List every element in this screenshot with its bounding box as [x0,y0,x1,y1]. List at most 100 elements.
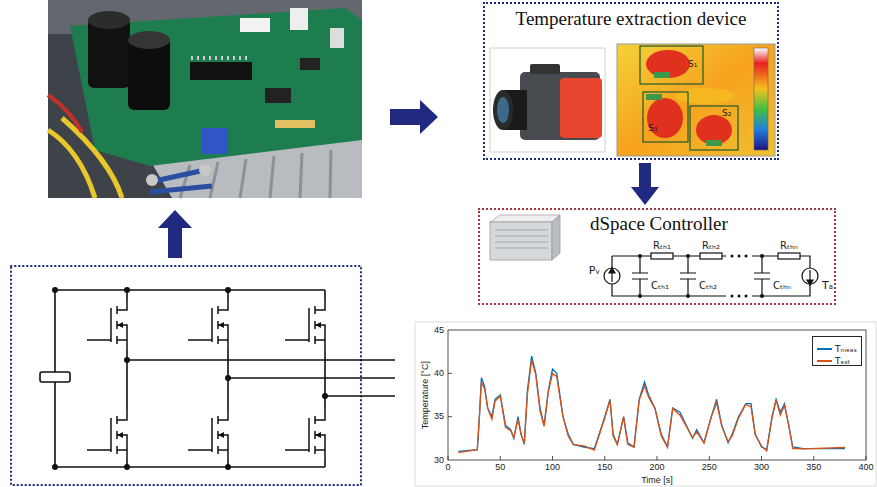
thermal-image [696,115,732,145]
thermal-network [638,294,642,298]
thermal-image [646,50,690,78]
inverter-photo [190,62,252,80]
thermal-network [731,295,734,298]
tick-label: 0 [445,462,450,472]
inverter-circuit [225,464,231,470]
thermal-network [760,294,764,298]
temperature-chart [415,322,876,486]
thermal-network [680,256,696,296]
tick-label: 45 [434,325,444,335]
thermal-network [760,254,764,258]
inverter-circuit [225,375,231,381]
thermal-image [754,48,768,150]
inverter-photo [48,118,122,198]
panel-title: Temperature extraction device [516,8,747,30]
symbol-label: Cₜₕ₂ [699,280,717,292]
thermal-image [640,46,703,84]
thermal-network [754,256,770,296]
thermal-network [609,268,615,273]
inverter-circuit [322,393,328,399]
inverter-photo [192,56,246,60]
inverter-circuit [87,300,127,350]
inverter-photo [48,0,362,198]
thermal-image [617,44,775,156]
symbol-label: Tₐ [822,280,833,293]
inverter-photo [202,128,228,154]
tick-label: 350 [806,462,821,472]
tick-label: 50 [495,462,505,472]
thermal-camera [490,48,605,152]
chart-legend: TₘₑₐₛTₑₛₜ [812,336,862,366]
symbol-label: S₁ [688,59,697,69]
inverter-photo [240,18,270,32]
inverter-circuit [225,287,231,293]
thermal-image [690,106,738,150]
thermal-image [617,44,775,156]
dspace-unit [490,215,560,222]
thermal-network [778,253,800,259]
thermal-camera [493,90,513,130]
inverter-circuit [87,410,127,460]
legend-text: Tₑₛₜ [835,356,850,366]
thermal-network [604,253,818,298]
dspace-unit [552,215,560,260]
thermal-network [638,254,764,298]
thermal-network [700,253,722,259]
inverter-circuit [285,300,325,350]
thermal-image [643,92,688,142]
thermal-camera [490,48,605,152]
symbol-label: Pᵥ [589,265,600,278]
thermal-network [745,255,748,258]
inverter-photo [330,28,344,48]
inverter-photo [265,88,291,103]
thermal-network [632,256,648,296]
legend-text: Tₘₑₐₛ [835,344,857,354]
tick-label: 40 [434,368,444,378]
axis-title: Temperature [°C] [420,361,430,429]
tick-label: 200 [649,462,664,472]
inverter-photo [128,31,170,49]
thermal-network [638,254,642,258]
thermal-image [706,140,722,146]
inverter-photo [290,8,308,30]
inverter-circuit [52,287,328,470]
symbol-label: Rₜₕₙ [780,240,798,252]
thermal-image [654,72,670,78]
symbol-label: S₃ [648,123,657,133]
thermal-image [646,94,662,100]
symbol-label: S₂ [722,108,731,118]
inverter-circuit [40,372,70,382]
inverter-photo [199,164,211,176]
inverter-circuit [52,287,58,293]
thermal-network [738,255,741,258]
inverter-circuit [188,300,228,350]
inverter-circuit [52,464,58,470]
thermal-network [807,280,813,285]
tick-label: 30 [434,455,444,465]
inverter-circuit [127,360,395,396]
inverter-photo [300,58,320,70]
inverter-photo [48,0,362,198]
tick-label: 250 [702,462,717,472]
temperature-curve [458,356,845,453]
dspace-unit [495,230,548,248]
dspace-unit [490,222,552,260]
thermal-network [604,268,620,284]
thermal-network [802,268,818,284]
flow-arrow [158,210,192,258]
inverter-photo [88,11,130,29]
legend-line [817,360,832,362]
tick-label: 35 [434,411,444,421]
tick-label: 100 [545,462,560,472]
flow-arrow [390,100,438,134]
flow-arrow [631,163,659,205]
inverter-photo [70,8,362,166]
dspace-unit [490,215,560,260]
symbol-label: Cₜₕₙ [773,280,791,292]
symbol-label: Rₜₕ₁ [653,240,671,252]
thermal-network [651,253,673,259]
legend-line [817,348,832,350]
tick-label: Time [s] [641,475,673,485]
inverter-circuit [285,410,325,460]
